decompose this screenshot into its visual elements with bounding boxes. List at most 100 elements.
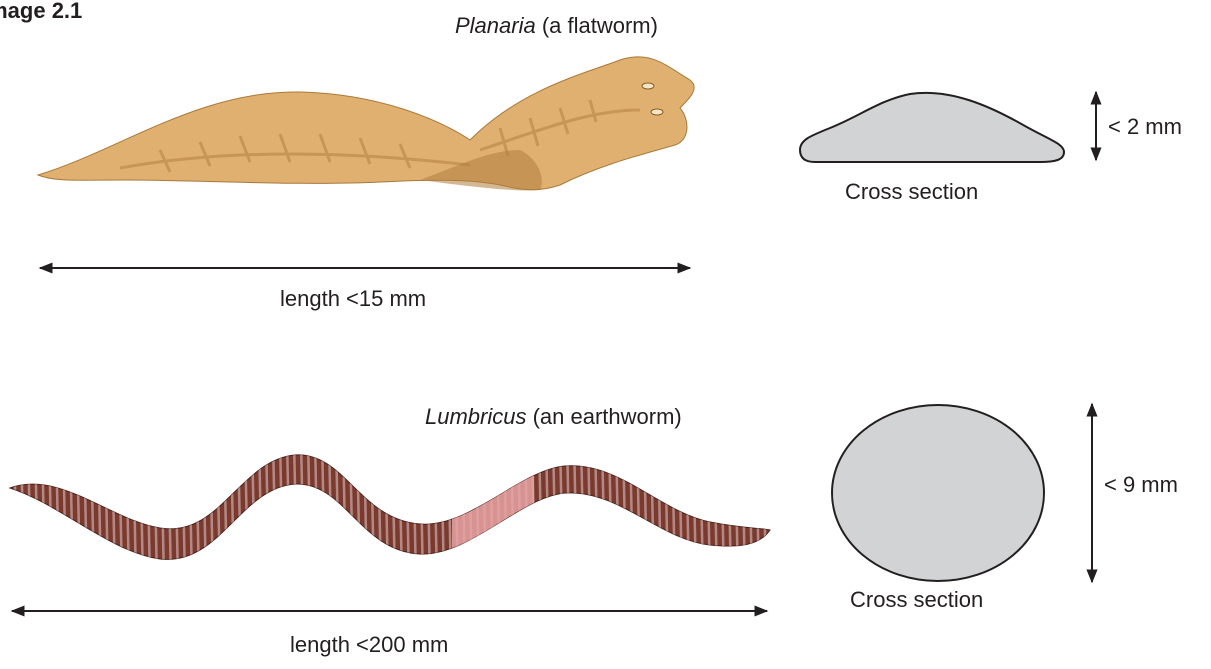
worm-segment-ring: [434, 440, 437, 580]
worm-segment-ring: [630, 440, 633, 580]
worm-segment-ring: [182, 440, 185, 580]
worm-segment-ring: [714, 440, 717, 580]
worm-segment-ring: [371, 440, 374, 580]
worm-segment-ring: [14, 440, 17, 580]
planaria-title: Planaria (a flatworm): [455, 13, 658, 38]
worm-segment-ring: [637, 440, 640, 580]
worm-segment-ring: [406, 440, 409, 580]
worm-segment-ring: [336, 440, 339, 580]
worm-segment-ring: [679, 440, 682, 580]
worm-segment-ring: [609, 440, 612, 580]
worm-segment-ring: [266, 440, 269, 580]
worm-segment-ring: [525, 440, 528, 580]
worm-segment-ring: [252, 440, 255, 580]
worm-segment-ring: [364, 440, 367, 580]
worm-segment-ring: [49, 440, 52, 580]
lumbricus-length-label: length <200 mm: [290, 632, 448, 657]
lumbricus-title: Lumbricus (an earthworm): [425, 404, 682, 429]
worm-segment-ring: [259, 440, 262, 580]
worm-segment-ring: [63, 440, 66, 580]
worm-segment-ring: [735, 440, 738, 580]
planaria-cross-section: [800, 93, 1064, 162]
lumbricus-section: Lumbricus (an earthworm) < 9 mm Cross se…: [10, 404, 1178, 657]
planaria-eyespot-left: [642, 83, 654, 89]
worm-segment-ring: [665, 440, 668, 580]
lumbricus-cross-section: [832, 405, 1044, 581]
planaria-name-suffix: (a flatworm): [536, 13, 658, 38]
worm-segment-ring: [539, 440, 542, 580]
worm-segment-ring: [399, 440, 402, 580]
lumbricus-clitellum: [452, 440, 534, 580]
lumbricus-thickness-label: < 9 mm: [1104, 472, 1178, 497]
worm-segment-ring: [602, 440, 605, 580]
worm-segment-ring: [238, 440, 241, 580]
worm-segment-ring: [644, 440, 647, 580]
worm-segment-ring: [140, 440, 143, 580]
planaria-name: Planaria: [455, 13, 536, 38]
worm-segment-ring: [217, 440, 220, 580]
worm-segment-ring: [420, 440, 423, 580]
worm-segment-ring: [77, 440, 80, 580]
worm-segment-ring: [546, 440, 549, 580]
worm-segment-ring: [742, 440, 745, 580]
worm-segment-ring: [413, 440, 416, 580]
worm-segment-ring: [553, 440, 556, 580]
worm-segment-ring: [721, 440, 724, 580]
worm-segment-ring: [196, 440, 199, 580]
worm-segment-ring: [700, 440, 703, 580]
worm-segment-ring: [357, 440, 360, 580]
worm-segment-ring: [126, 440, 129, 580]
worm-segment-ring: [567, 440, 570, 580]
planaria-thickness-label: < 2 mm: [1108, 114, 1182, 139]
worm-segment-ring: [616, 440, 619, 580]
worm-segment-ring: [574, 440, 577, 580]
worm-segment-ring: [84, 440, 87, 580]
worm-segment-ring: [462, 440, 465, 580]
worm-segment-ring: [119, 440, 122, 580]
planaria-eyespot-right: [651, 109, 663, 115]
worm-segment-ring: [189, 440, 192, 580]
worm-segment-ring: [91, 440, 94, 580]
worm-segment-ring: [112, 440, 115, 580]
planaria-length-label: length <15 mm: [280, 286, 426, 311]
worm-segment-ring: [385, 440, 388, 580]
worm-segment-ring: [756, 440, 759, 580]
lumbricus-name-suffix: (an earthworm): [526, 404, 681, 429]
worm-segment-ring: [343, 440, 346, 580]
planaria-illustration: [38, 57, 694, 191]
worm-segment-ring: [329, 440, 332, 580]
worm-segment-ring: [392, 440, 395, 580]
worm-segment-ring: [693, 440, 696, 580]
worm-segment-ring: [588, 440, 591, 580]
worm-segment-ring: [658, 440, 661, 580]
worm-segment-ring: [623, 440, 626, 580]
worm-segment-ring: [651, 440, 654, 580]
worm-segment-ring: [21, 440, 24, 580]
worm-segment-ring: [707, 440, 710, 580]
worm-segment-ring: [448, 440, 451, 580]
worm-segment-ring: [455, 440, 458, 580]
worm-segment-ring: [469, 440, 472, 580]
worm-segment-ring: [595, 440, 598, 580]
worm-segment-ring: [749, 440, 752, 580]
lumbricus-segments: [14, 440, 766, 580]
worm-segment-ring: [672, 440, 675, 580]
lumbricus-name: Lumbricus: [425, 404, 526, 429]
worm-segment-ring: [441, 440, 444, 580]
worm-segment-ring: [532, 440, 535, 580]
worm-segment-ring: [203, 440, 206, 580]
worm-segment-ring: [560, 440, 563, 580]
lumbricus-cross-section-label: Cross section: [850, 587, 983, 612]
worm-segment-ring: [427, 440, 430, 580]
worm-segment-ring: [763, 440, 766, 580]
worm-segment-ring: [231, 440, 234, 580]
worm-segment-ring: [105, 440, 108, 580]
worm-segment-ring: [28, 440, 31, 580]
worm-segment-ring: [147, 440, 150, 580]
worm-segment-ring: [154, 440, 157, 580]
planaria-body: [38, 57, 694, 190]
worm-segment-ring: [581, 440, 584, 580]
worm-segment-ring: [350, 440, 353, 580]
worm-segment-ring: [98, 440, 101, 580]
